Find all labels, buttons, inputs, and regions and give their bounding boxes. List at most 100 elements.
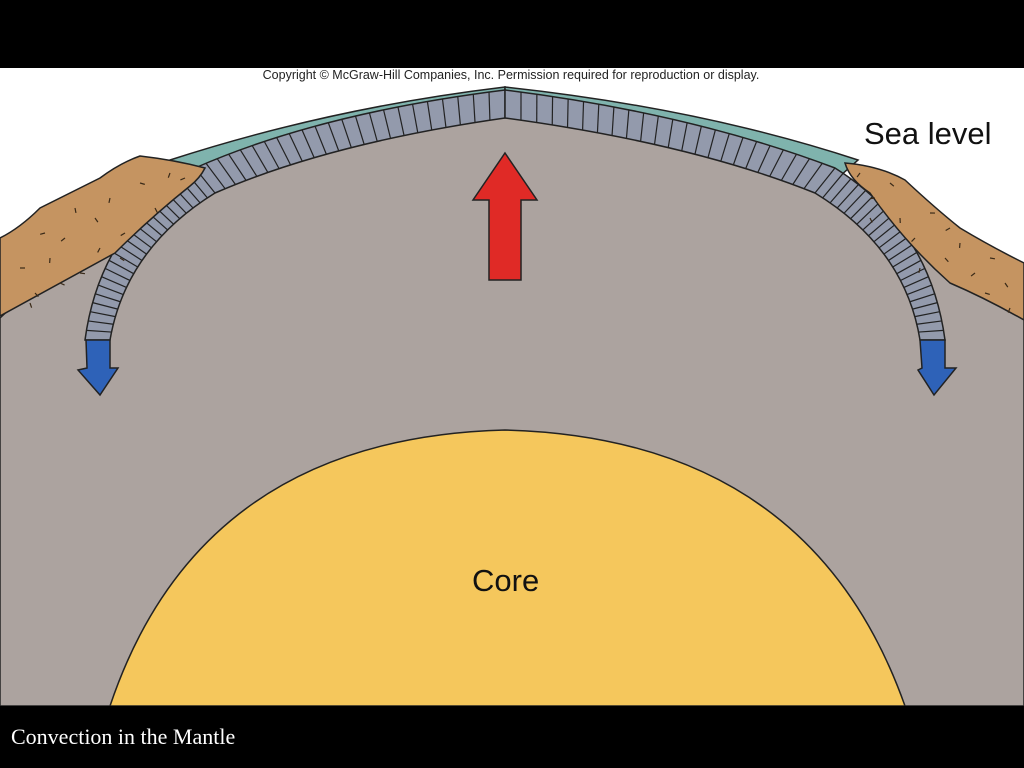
continent-speckle <box>60 237 66 242</box>
continent-speckle <box>79 272 86 275</box>
plate-segment-line <box>98 284 124 296</box>
plate-segment-line <box>906 284 932 296</box>
plate-segment-line <box>822 172 844 199</box>
continent-left <box>0 155 207 317</box>
plate-segment-line <box>228 153 247 181</box>
plate-segment-line <box>411 104 419 133</box>
plate-segment-line <box>780 153 798 181</box>
plate-segment-line <box>803 162 823 190</box>
continent-speckle <box>945 227 951 232</box>
continent-speckle <box>989 257 996 260</box>
plate-segment-line <box>814 167 836 194</box>
plate-segment-line <box>596 104 600 133</box>
plate-segment-line <box>829 178 852 204</box>
plate-segment-line <box>457 96 461 126</box>
plate-segment-line <box>341 119 352 148</box>
continent-speckle <box>180 177 186 181</box>
plate-segment-line <box>639 112 645 142</box>
upwelling-arrow <box>471 151 539 281</box>
caption-bar <box>0 706 1024 768</box>
plate-segment-line <box>653 115 659 145</box>
plate-segment-line <box>883 236 908 255</box>
plate-segment-line <box>769 149 784 177</box>
plate-segment-line <box>757 145 771 173</box>
diagram-svg <box>0 86 1024 706</box>
plate-segment-line <box>625 109 630 139</box>
continent-speckle <box>918 267 921 274</box>
plate-segment-line <box>101 276 127 288</box>
continent-speckle <box>119 257 125 262</box>
plate-segment-line <box>732 137 744 166</box>
plate-segment-line <box>667 119 674 148</box>
plate-segment-line <box>382 109 392 139</box>
plate-segments-right <box>520 92 944 333</box>
plate-segment-line <box>873 222 898 243</box>
plate-segment-line <box>888 244 913 261</box>
continent-speckle <box>74 207 77 214</box>
plate-segment-line <box>104 267 131 282</box>
slide-caption: Convection in the Mantle <box>11 724 236 749</box>
continent-speckle <box>856 172 861 178</box>
plate-segment-line <box>354 115 365 145</box>
top-black-bar <box>0 0 1024 68</box>
plate-segment-line <box>900 267 926 282</box>
plate-segment-line <box>843 190 867 214</box>
continent-speckle <box>1007 307 1011 313</box>
plate-segment-line <box>426 101 433 131</box>
continent-speckle <box>869 197 876 200</box>
plate-segment-line <box>878 229 903 249</box>
plate-segment-line <box>263 141 280 169</box>
continent-speckle <box>139 182 145 185</box>
plate-segment-line <box>581 101 585 131</box>
continent-speckle <box>911 237 916 243</box>
plate-segment-line <box>909 293 935 303</box>
continent-speckle <box>108 197 111 204</box>
continent-speckle <box>1004 282 1009 288</box>
continent-speckle <box>984 292 990 296</box>
continent-texture <box>20 172 1011 313</box>
continent-speckle <box>970 272 976 277</box>
plate-segment-line <box>239 149 258 177</box>
plate-segment-line <box>892 251 918 268</box>
copyright-notice: Copyright © McGraw-Hill Companies, Inc. … <box>262 68 760 82</box>
plate-segment-line <box>707 129 716 158</box>
plate-segment-line <box>745 141 758 169</box>
plate-segment-line <box>720 133 730 162</box>
plate-segment-line <box>368 112 378 142</box>
plate-segment-line <box>86 329 112 333</box>
plate-segment-line <box>205 162 226 190</box>
plate-segment-line <box>288 133 303 162</box>
plate-segment-line <box>836 184 859 209</box>
plate-segment-line <box>903 276 929 288</box>
plate-segment-line <box>611 106 615 136</box>
continent-speckle <box>34 292 39 298</box>
core <box>109 429 906 706</box>
plate-segment-line <box>850 196 873 220</box>
continent-speckle <box>167 172 171 178</box>
continent-speckle <box>97 247 101 253</box>
continent-speckle <box>154 207 158 213</box>
continent-speckle <box>889 182 895 187</box>
plate-segment-line <box>856 202 880 225</box>
continent-speckle <box>29 302 33 308</box>
sea-level-label: Sea level <box>864 116 992 151</box>
plate-segment-line <box>896 259 922 275</box>
plate-segment-line <box>276 137 292 166</box>
subduction-arrow-left <box>76 339 120 397</box>
plate-segment-line <box>681 122 688 152</box>
plate-segment-line <box>251 145 269 173</box>
continent-speckle <box>59 282 65 286</box>
plate-segment-line <box>918 329 944 333</box>
plate-segment-line <box>95 293 121 303</box>
continent-speckle <box>869 217 873 223</box>
plate-segment-line <box>792 158 810 185</box>
plate-segment-line <box>108 259 134 275</box>
continent-speckle <box>40 232 46 235</box>
plate-segment-line <box>327 122 340 152</box>
plate-segment-line <box>862 208 886 231</box>
plate-segment-line <box>441 98 447 128</box>
continent-speckle <box>120 232 126 237</box>
plate-segment-line <box>566 98 569 128</box>
plate-segment-line <box>694 126 702 155</box>
core-label: Core <box>472 563 540 598</box>
